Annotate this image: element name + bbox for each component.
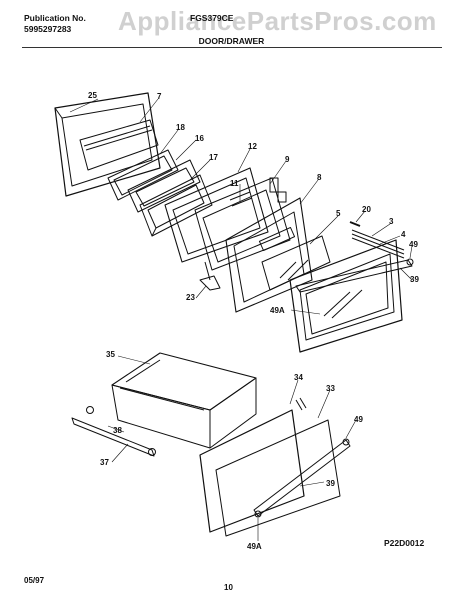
page-number: 10 [224, 583, 233, 592]
publication-number: 5995297283 [24, 24, 72, 34]
figure-code: P22D0012 [384, 538, 425, 548]
callout-labels: 25 7 18 16 17 12 9 11 8 20 3 4 49 5 39 2… [88, 91, 419, 551]
watermark: AppliancePartsPros.com [118, 6, 437, 36]
callout-drawer-33: 33 [326, 384, 335, 393]
door-outer-panel [54, 92, 161, 197]
drawer-slide-rail [71, 406, 156, 457]
callout-9: 9 [285, 155, 290, 164]
leader-lines [69, 98, 413, 541]
callout-drawer-35: 35 [106, 350, 115, 359]
callout-39: 39 [410, 275, 419, 284]
door-insulation [139, 174, 213, 237]
door-inner-liner [164, 167, 269, 263]
callout-23: 23 [186, 293, 195, 302]
callout-drawer-37: 37 [100, 458, 109, 467]
section-title: DOOR/DRAWER [198, 36, 265, 46]
header-rule [22, 47, 442, 48]
drawer-handle [253, 438, 351, 518]
callout-49: 49 [409, 240, 418, 249]
callout-7: 7 [157, 92, 162, 101]
drawer-front-panel [199, 397, 341, 537]
callout-20: 20 [362, 205, 371, 214]
callout-drawer-38: 38 [113, 426, 122, 435]
callout-drawer-49: 49 [354, 415, 363, 424]
callout-drawer-39: 39 [326, 479, 335, 488]
callout-17: 17 [209, 153, 218, 162]
callout-12: 12 [248, 142, 257, 151]
callout-49a: 49A [270, 306, 285, 315]
door-handle-trim [79, 119, 159, 171]
footer-date: 05/97 [24, 576, 45, 585]
callout-8: 8 [317, 173, 322, 182]
callout-3: 3 [389, 217, 394, 226]
callout-11: 11 [230, 179, 239, 188]
callout-16: 16 [195, 134, 204, 143]
drawer-body [111, 352, 257, 449]
callout-5: 5 [336, 209, 341, 218]
callout-drawer-49a: 49A [247, 542, 262, 551]
callout-18: 18 [176, 123, 185, 132]
callout-drawer-34: 34 [294, 373, 303, 382]
callout-4: 4 [401, 230, 406, 239]
door-window-glass [261, 235, 331, 291]
door-glass-panels [107, 149, 201, 213]
door-front-panel [289, 221, 414, 353]
publication-label: Publication No. [24, 13, 86, 23]
door-frame [225, 197, 313, 313]
callout-25: 25 [88, 91, 97, 100]
model-number: FGS379CE [190, 13, 234, 23]
publication-block: Publication No. 5995297283 [24, 13, 86, 35]
